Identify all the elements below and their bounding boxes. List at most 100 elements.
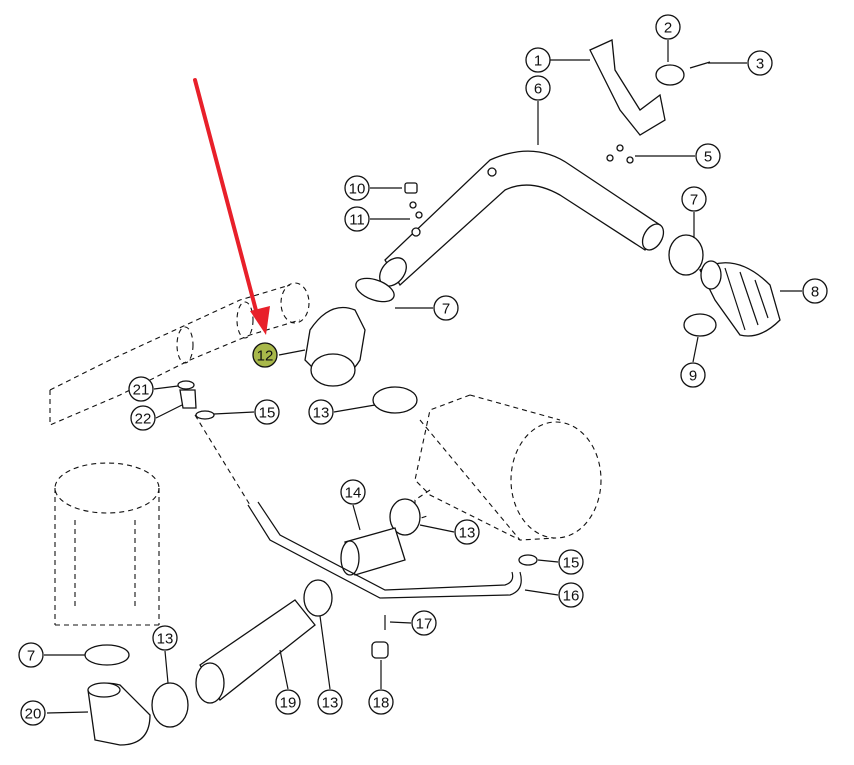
callout-number: 22 xyxy=(135,411,152,428)
bolt-3 xyxy=(689,61,711,69)
callout-11: 11 xyxy=(344,206,370,232)
callout-number: 7 xyxy=(27,648,35,665)
callout-1: 1 xyxy=(525,47,551,73)
mount-18 xyxy=(371,641,389,659)
callout-13: 13 xyxy=(317,689,343,715)
clamp-7-mid xyxy=(355,277,395,303)
callout-circle xyxy=(344,175,370,201)
callout-7: 7 xyxy=(433,295,459,321)
hose-16 xyxy=(247,504,522,599)
callout-circle xyxy=(411,610,437,636)
callout-18: 18 xyxy=(368,689,394,715)
clamp-13c xyxy=(151,682,189,728)
callout-15: 15 xyxy=(558,549,584,575)
callout-7: 7 xyxy=(18,642,44,668)
clamp-13a xyxy=(372,386,418,414)
hose-16-inner xyxy=(257,501,514,591)
callout-21: 21 xyxy=(128,376,154,402)
callout-circle xyxy=(275,689,301,715)
clip-15b xyxy=(518,554,538,566)
sensor-10 xyxy=(404,182,418,194)
callout-circle xyxy=(655,14,681,40)
callout-6: 6 xyxy=(525,75,551,101)
intake-pipe-6 xyxy=(379,150,665,287)
callout-3: 3 xyxy=(747,50,773,76)
callout-circle xyxy=(680,362,706,388)
callout-circle xyxy=(308,399,334,425)
screws-5 xyxy=(606,144,634,164)
callout-circle xyxy=(368,689,394,715)
callout-circle xyxy=(454,519,480,545)
callout-circle xyxy=(525,47,551,73)
bracket-1 xyxy=(589,39,666,136)
callout-13: 13 xyxy=(308,399,334,425)
callout-circle xyxy=(681,186,707,212)
callout-number: 2 xyxy=(664,20,672,37)
callout-9: 9 xyxy=(680,362,706,388)
callout-2: 2 xyxy=(655,14,681,40)
clamp-9 xyxy=(683,313,717,337)
callout-circle xyxy=(152,625,178,651)
callout-number: 19 xyxy=(280,695,297,712)
ghost-intake-tube xyxy=(49,282,310,426)
callout-17: 17 xyxy=(411,610,437,636)
screws-11 xyxy=(409,201,423,237)
clamp-7-right xyxy=(668,234,704,276)
callout-7: 7 xyxy=(681,186,707,212)
callout-10: 10 xyxy=(344,175,370,201)
callout-number: 6 xyxy=(534,81,542,98)
callout-circle xyxy=(130,405,156,431)
callout-5: 5 xyxy=(695,143,721,169)
callout-number: 13 xyxy=(157,631,174,648)
red-arrow-pointer xyxy=(193,78,270,335)
callout-number: 15 xyxy=(563,555,580,572)
callout-labels: 1235677789101112131313131415151617181920… xyxy=(18,14,828,726)
callout-15: 15 xyxy=(254,399,280,425)
callout-number: 17 xyxy=(416,616,433,633)
callout-number: 10 xyxy=(349,181,366,198)
callout-number: 18 xyxy=(373,695,390,712)
callout-circle xyxy=(340,479,366,505)
ghost-air-filter-housing xyxy=(414,394,602,541)
clamp-7-lower xyxy=(84,644,130,666)
callout-circle xyxy=(252,342,278,368)
callout-number: 9 xyxy=(689,368,697,385)
callout-20: 20 xyxy=(20,700,46,726)
callout-12: 12 xyxy=(252,342,278,368)
connector-22 xyxy=(179,389,197,409)
seal-21 xyxy=(177,380,195,390)
callout-number: 7 xyxy=(690,192,698,209)
callout-circle xyxy=(558,549,584,575)
callout-circle xyxy=(747,50,773,76)
clamp-13d xyxy=(303,579,333,617)
callout-13: 13 xyxy=(454,519,480,545)
sleeve-14 xyxy=(340,527,406,576)
callout-14: 14 xyxy=(340,479,366,505)
callout-number: 20 xyxy=(25,706,42,723)
callout-circle xyxy=(317,689,343,715)
hose-8 xyxy=(699,260,781,337)
callout-number: 14 xyxy=(345,485,362,502)
callout-22: 22 xyxy=(130,405,156,431)
callout-8: 8 xyxy=(802,278,828,304)
callout-13: 13 xyxy=(152,625,178,651)
clamp-13b xyxy=(389,498,421,536)
callout-circle xyxy=(20,700,46,726)
tube-19 xyxy=(195,599,316,704)
callout-number: 8 xyxy=(811,284,819,301)
callout-circle xyxy=(525,75,551,101)
callout-number: 13 xyxy=(322,695,339,712)
clip-15a xyxy=(195,410,215,420)
callout-circle xyxy=(254,399,280,425)
callout-circle xyxy=(558,582,584,608)
callout-number: 11 xyxy=(349,212,365,229)
callout-19: 19 xyxy=(275,689,301,715)
elbow-20 xyxy=(87,682,151,746)
callout-number: 13 xyxy=(313,405,330,422)
callout-circle xyxy=(433,295,459,321)
callout-number: 3 xyxy=(756,56,764,73)
leader-lines xyxy=(44,40,802,714)
callout-16: 16 xyxy=(558,582,584,608)
